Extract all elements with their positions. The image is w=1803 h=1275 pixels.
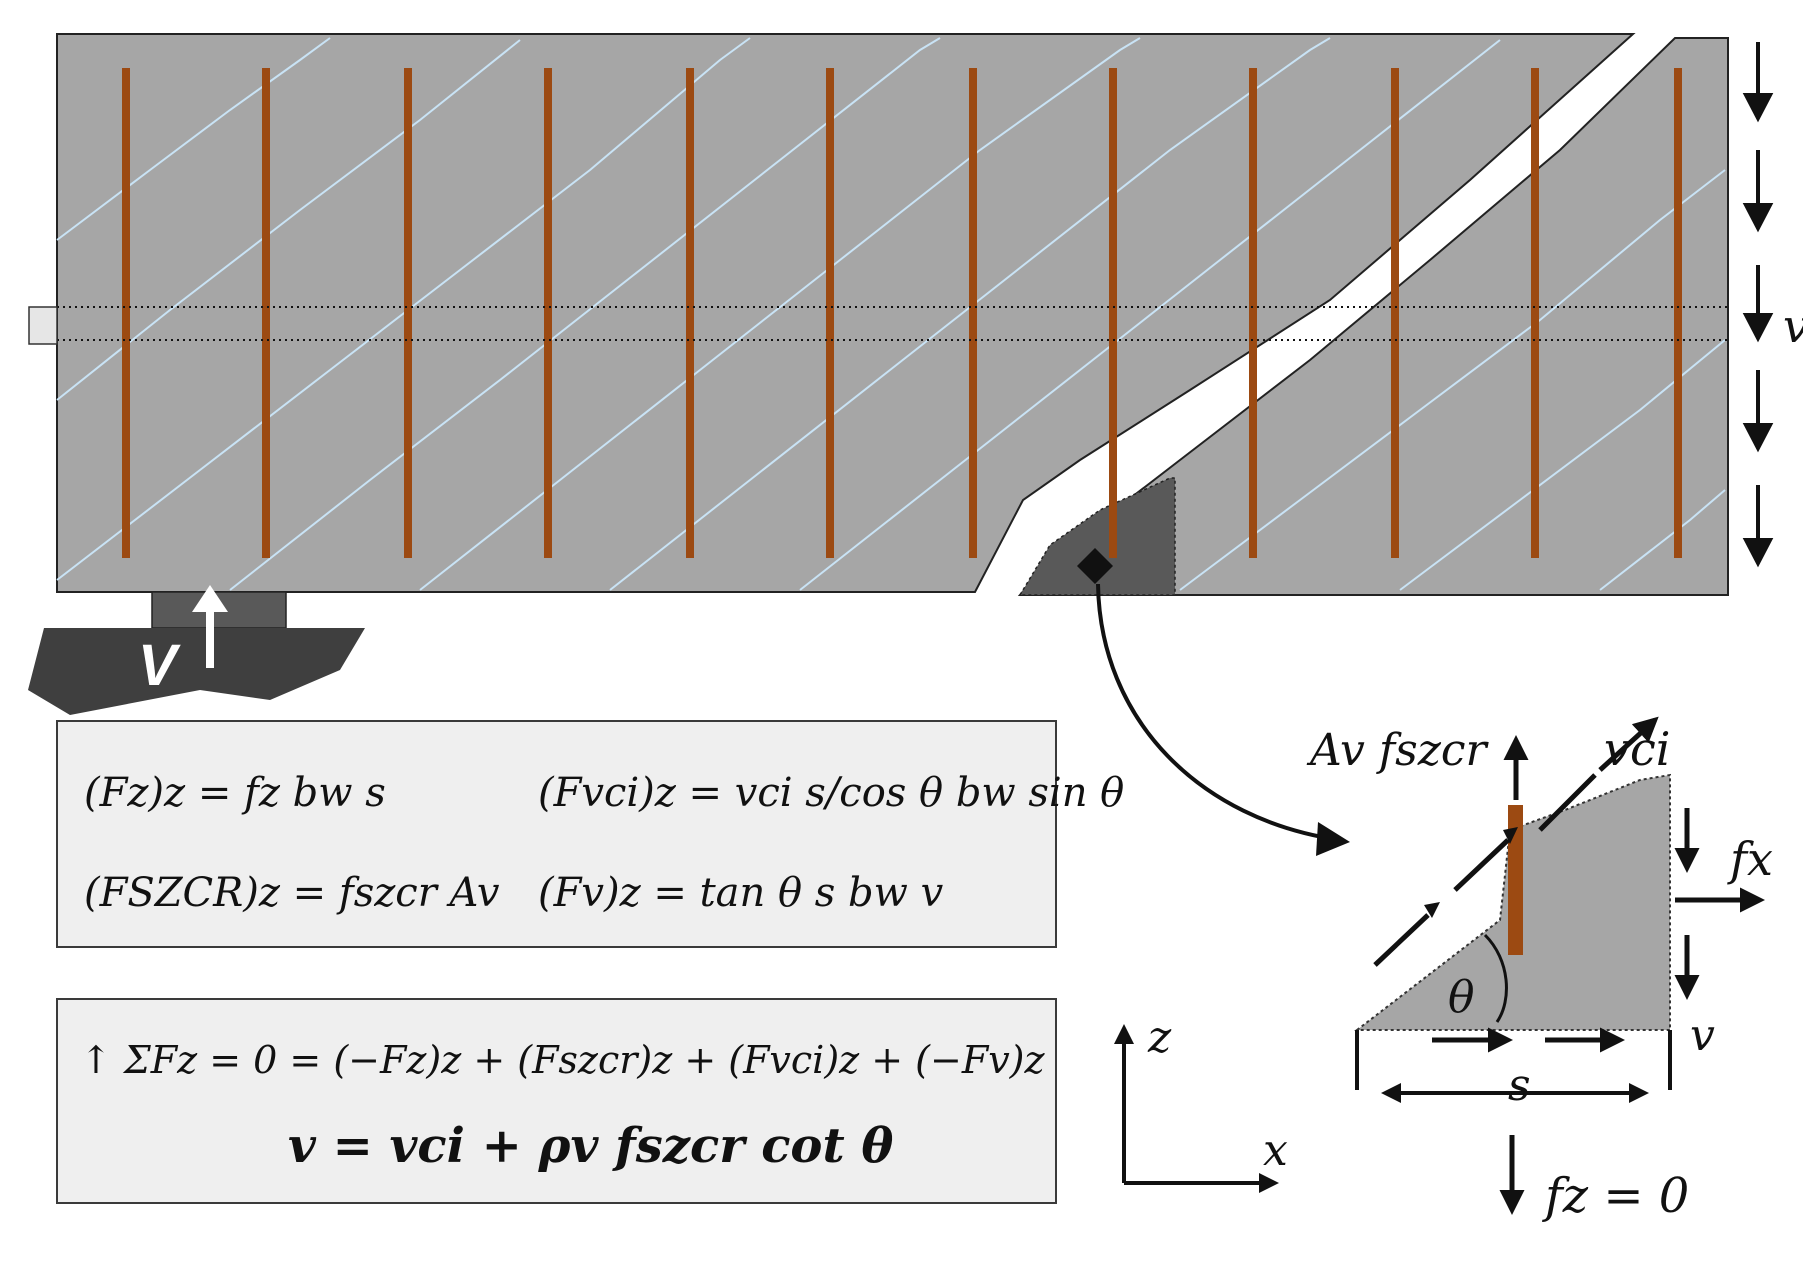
support-shear-label: V xyxy=(138,633,181,698)
free-body-region-highlight xyxy=(1018,477,1176,596)
label-interface-shear: vci xyxy=(1604,722,1670,776)
free-body-arrowheads-diag xyxy=(1424,827,1518,918)
label-theta: θ xyxy=(1448,972,1475,1023)
diagonal-fine-cracks xyxy=(56,37,1726,591)
axis-z-label: z xyxy=(1147,1012,1172,1063)
beam-edge-label: v xyxy=(1783,299,1803,353)
eq-fz: (Fz)z = fz bw s xyxy=(84,770,386,816)
leader-curve-arrow xyxy=(1096,583,1341,842)
point-marker-diamond xyxy=(1077,548,1113,584)
axis-x-label: x xyxy=(1263,1125,1288,1176)
tendon-anchor xyxy=(28,306,58,345)
eq-fvci: (Fvci)z = vci s/cos θ bw sin θ xyxy=(538,770,1125,816)
component-forces-box: (Fz)z = fz bw s (Fvci)z = vci s/cos θ bw… xyxy=(56,720,1124,948)
free-body-stirrup xyxy=(1508,805,1523,955)
beam-left-portion xyxy=(56,33,1636,593)
edge-shear-arrows xyxy=(1742,42,1774,568)
eq-fszcr: (FSZCR)z = fszcr Av xyxy=(84,870,500,916)
label-stirrup-force: Av fszcr xyxy=(1306,725,1490,776)
label-fz-zero: fz = 0 xyxy=(1542,1168,1689,1224)
leader-arrowhead xyxy=(1316,822,1350,856)
stirrups xyxy=(122,68,1682,558)
equilibrium-box: ↑ ΣFz = 0 = (−Fz)z + (Fszcr)z + (Fvci)z … xyxy=(56,998,1057,1204)
support-reaction-arrowhead xyxy=(192,585,228,612)
angle-arc xyxy=(1483,933,1508,1023)
spacing-dimension xyxy=(1355,1030,1672,1103)
eq-equilibrium: ↑ ΣFz = 0 = (−Fz)z + (Fszcr)z + (Fvci)z … xyxy=(80,1038,1045,1082)
label-spacing: s xyxy=(1508,1060,1531,1111)
label-fx: fx xyxy=(1727,832,1773,886)
coordinate-axes xyxy=(1114,1024,1279,1193)
free-body-arrows xyxy=(1373,716,1765,1215)
label-fb-v: v xyxy=(1690,1010,1715,1061)
eq-fv: (Fv)z = tan θ s bw v xyxy=(538,870,944,916)
support-base xyxy=(28,628,365,715)
eq-result: v = vci + ρv fszcr cot θ xyxy=(288,1118,894,1174)
